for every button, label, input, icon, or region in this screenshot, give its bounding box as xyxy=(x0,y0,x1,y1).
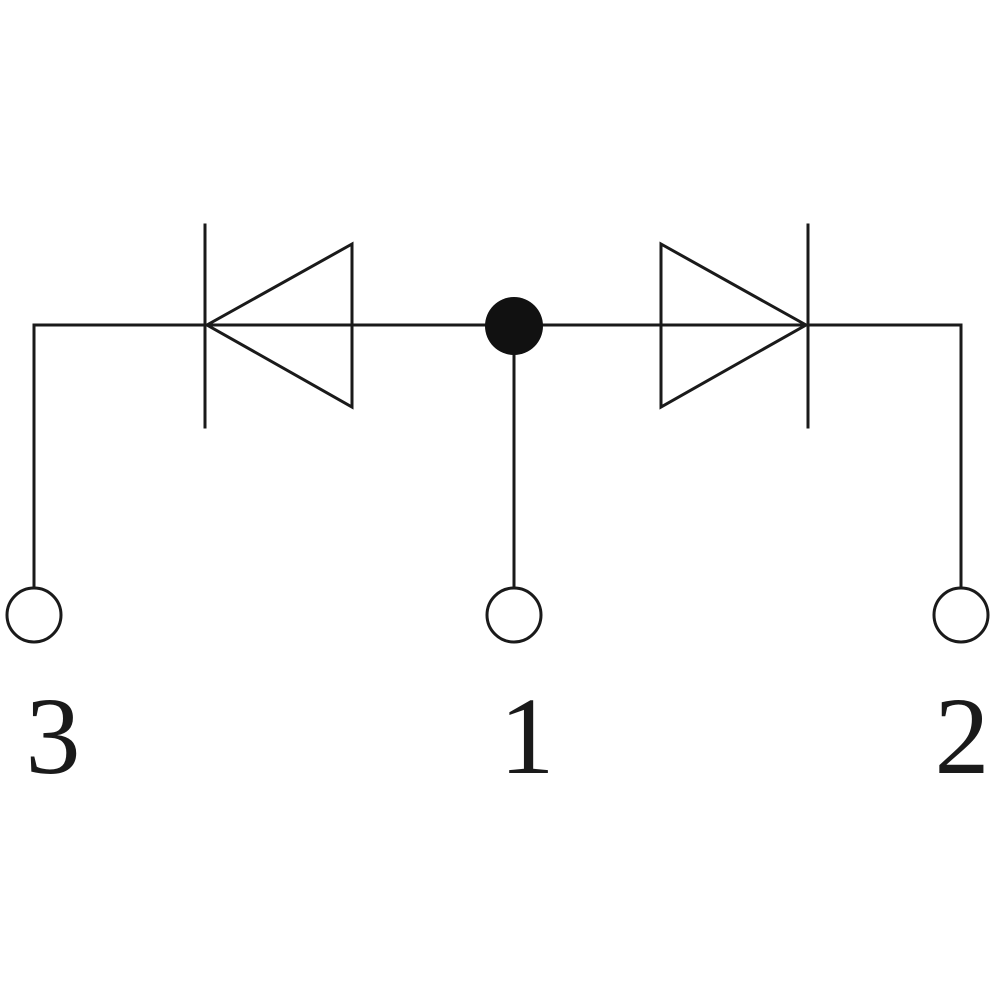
terminal-2 xyxy=(932,586,990,644)
terminal-1 xyxy=(485,586,543,644)
pin-2-label: 2 xyxy=(935,675,990,797)
terminal-3 xyxy=(5,586,63,644)
left-branch-wire xyxy=(32,323,207,589)
pin-1-label: 1 xyxy=(500,675,555,797)
pin-3-label: 3 xyxy=(26,675,81,797)
junction-dot xyxy=(485,297,543,355)
right-diode xyxy=(659,223,810,429)
left-diode xyxy=(203,223,354,429)
right-branch-wire xyxy=(806,323,963,589)
